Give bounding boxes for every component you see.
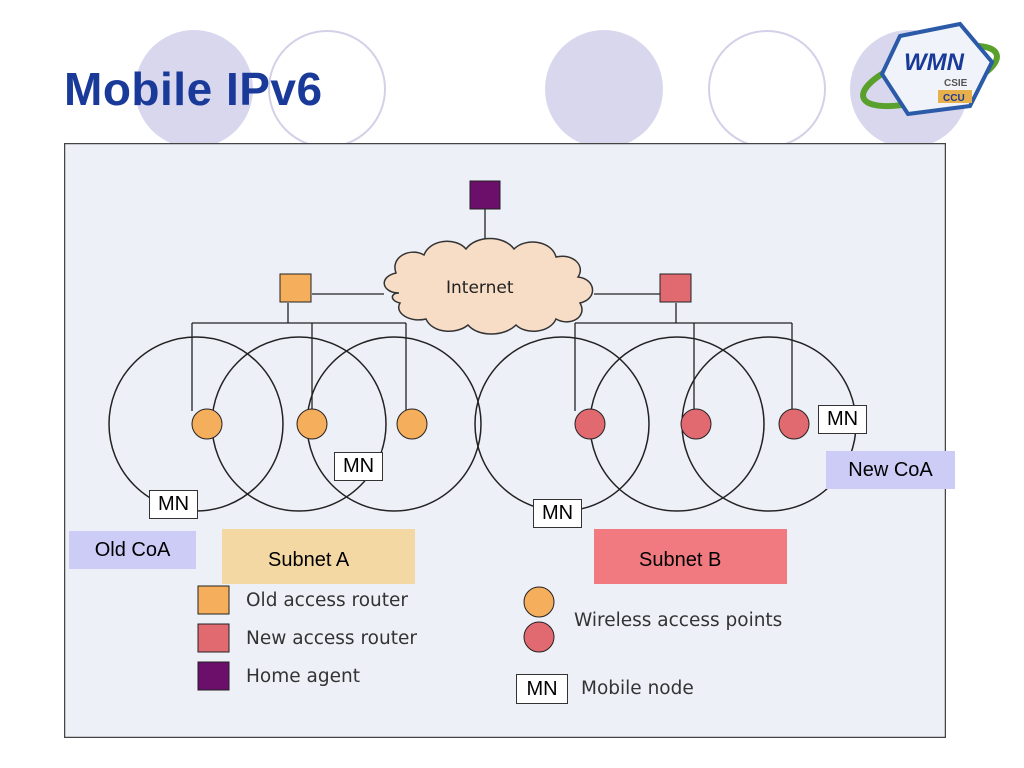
legend-home-agent-swatch [197, 661, 230, 691]
legend-access-points-label: Wireless access points [574, 610, 783, 631]
new-access-point [574, 408, 606, 440]
mobile-node-box: MN [533, 499, 582, 528]
legend-old-router-swatch [197, 585, 230, 615]
decorative-circle [135, 30, 253, 148]
mobile-node-box: MN [818, 405, 867, 434]
old-coa-tag: Old CoA [69, 531, 196, 569]
legend-old-router-label: Old access router [246, 590, 409, 611]
new-coa-tag: New CoA [826, 451, 955, 489]
home-agent-node [469, 180, 501, 210]
svg-text:WMN: WMN [904, 49, 965, 76]
legend-access-point-swatch [523, 621, 555, 653]
mobile-node-box: MN [334, 452, 383, 481]
wmn-logo: WMN CSIE CCU [860, 21, 1000, 117]
subnet-a-label: Subnet A [268, 549, 350, 571]
mobile-node-box: MN [149, 490, 198, 519]
decorative-ring [708, 30, 826, 148]
subnet-a-band [222, 529, 415, 584]
legend-access-point-swatch [523, 586, 555, 618]
legend-new-router-swatch [197, 623, 230, 653]
old-access-point [191, 408, 223, 440]
internet-cloud [383, 237, 594, 335]
legend-mobile-node-label: Mobile node [581, 678, 694, 699]
access-points [191, 408, 810, 440]
old-access-router-node [279, 273, 312, 303]
page-title: Mobile IPv6 [64, 63, 323, 115]
diagram-panel [64, 143, 946, 738]
new-access-router-node [659, 273, 692, 303]
network-links [191, 195, 793, 411]
internet-label: Internet [446, 278, 514, 298]
old-access-point [396, 408, 428, 440]
old-access-point [296, 408, 328, 440]
mobile-ipv6-diagram: Internet MN MN MN MN Subnet A Subnet B O… [64, 143, 946, 738]
legend-home-agent-label: Home agent [246, 666, 360, 687]
legend-mobile-node-swatch: MN [516, 674, 568, 704]
subnet-b-band [594, 529, 787, 584]
decorative-circle [545, 30, 663, 148]
new-access-point [680, 408, 712, 440]
svg-text:CSIE: CSIE [944, 78, 968, 89]
svg-text:CCU: CCU [943, 93, 965, 104]
legend-new-router-label: New access router [246, 628, 417, 649]
new-access-point [778, 408, 810, 440]
subnet-b-label: Subnet B [639, 549, 722, 571]
